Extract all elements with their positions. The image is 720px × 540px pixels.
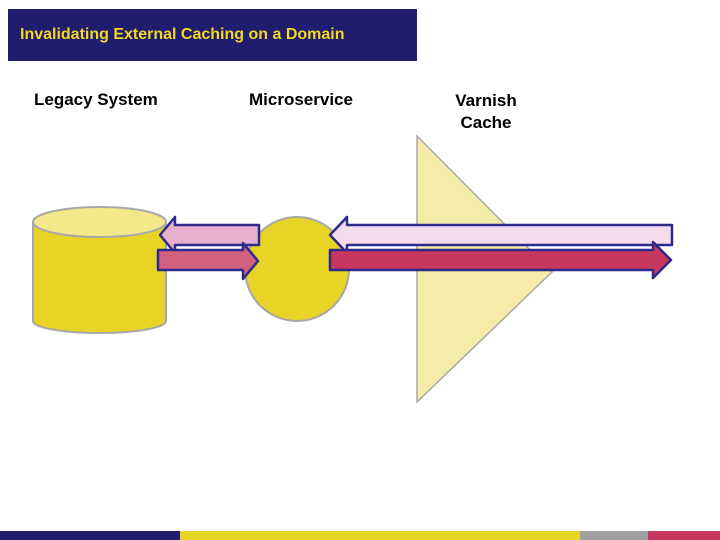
arrow-left-varnish-to-microservice — [328, 215, 674, 255]
footer-segment-gray — [580, 531, 648, 540]
varnish-cache-label: Varnish Cache — [440, 90, 532, 134]
legacy-system-label: Legacy System — [34, 90, 158, 109]
arrow-right-legacy-to-microservice — [156, 241, 260, 281]
footer-color-bar — [0, 531, 720, 540]
footer-segment-pink — [648, 531, 720, 540]
footer-segment-navy — [0, 531, 180, 540]
page-title: Invalidating External Caching on a Domai… — [20, 26, 345, 43]
arrow-right-microservice-to-varnish — [328, 240, 673, 280]
footer-segment-yellow — [180, 531, 580, 540]
varnish-label-line2: Cache — [460, 113, 512, 132]
varnish-label-line1: Varnish — [455, 91, 517, 110]
microservice-label: Microservice — [249, 90, 353, 109]
database-cylinder-icon — [32, 206, 167, 334]
title-bar: Invalidating External Caching on a Domai… — [8, 9, 417, 61]
